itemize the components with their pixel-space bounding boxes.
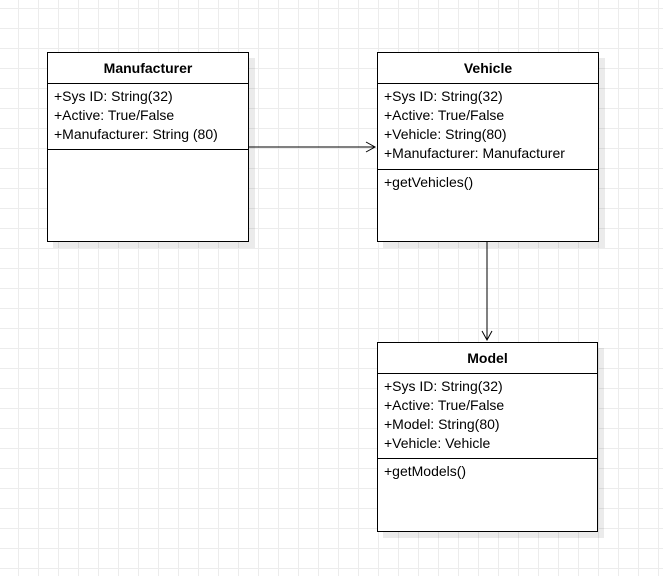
edge-manufacturer-to-vehicle[interactable] [249, 141, 377, 153]
manufacturer-attr-active: +Active: True/False [54, 107, 175, 123]
manufacturer-operations [48, 150, 248, 241]
model-attr-active: +Active: True/False [384, 397, 505, 413]
manufacturer-class[interactable]: Manufacturer +Sys ID: String(32) +Active… [47, 52, 249, 242]
manufacturer-attributes: +Sys ID: String(32) +Active: True/False … [48, 84, 248, 150]
model-attr-sys-id: +Sys ID: String(32) [384, 378, 503, 394]
vehicle-op-get-vehicles: +getVehicles() [384, 174, 474, 190]
vehicle-class[interactable]: Vehicle +Sys ID: String(32) +Active: Tru… [377, 52, 599, 242]
edge-vehicle-to-model[interactable] [481, 242, 493, 342]
vehicle-attr-active: +Active: True/False [384, 107, 505, 123]
vehicle-class-title: Vehicle [378, 53, 598, 84]
model-attributes: +Sys ID: String(32) +Active: True/False … [378, 374, 597, 459]
manufacturer-class-title: Manufacturer [48, 53, 248, 84]
model-op-get-models: +getModels() [384, 463, 467, 479]
vehicle-attr-manufacturer: +Manufacturer: Manufacturer [384, 145, 565, 161]
vehicle-operations: +getVehicles() [378, 170, 598, 241]
model-attr-model: +Model: String(80) [384, 416, 500, 432]
model-attr-vehicle: +Vehicle: Vehicle [384, 435, 491, 451]
vehicle-attr-sys-id: +Sys ID: String(32) [384, 88, 503, 104]
vehicle-attr-vehicle: +Vehicle: String(80) [384, 126, 507, 142]
model-class[interactable]: Model +Sys ID: String(32) +Active: True/… [377, 342, 598, 532]
model-operations: +getModels() [378, 459, 597, 531]
manufacturer-attr-sys-id: +Sys ID: String(32) [54, 88, 173, 104]
vehicle-attributes: +Sys ID: String(32) +Active: True/False … [378, 84, 598, 170]
manufacturer-attr-manufacturer: +Manufacturer: String (80) [54, 126, 218, 142]
model-class-title: Model [378, 343, 597, 374]
